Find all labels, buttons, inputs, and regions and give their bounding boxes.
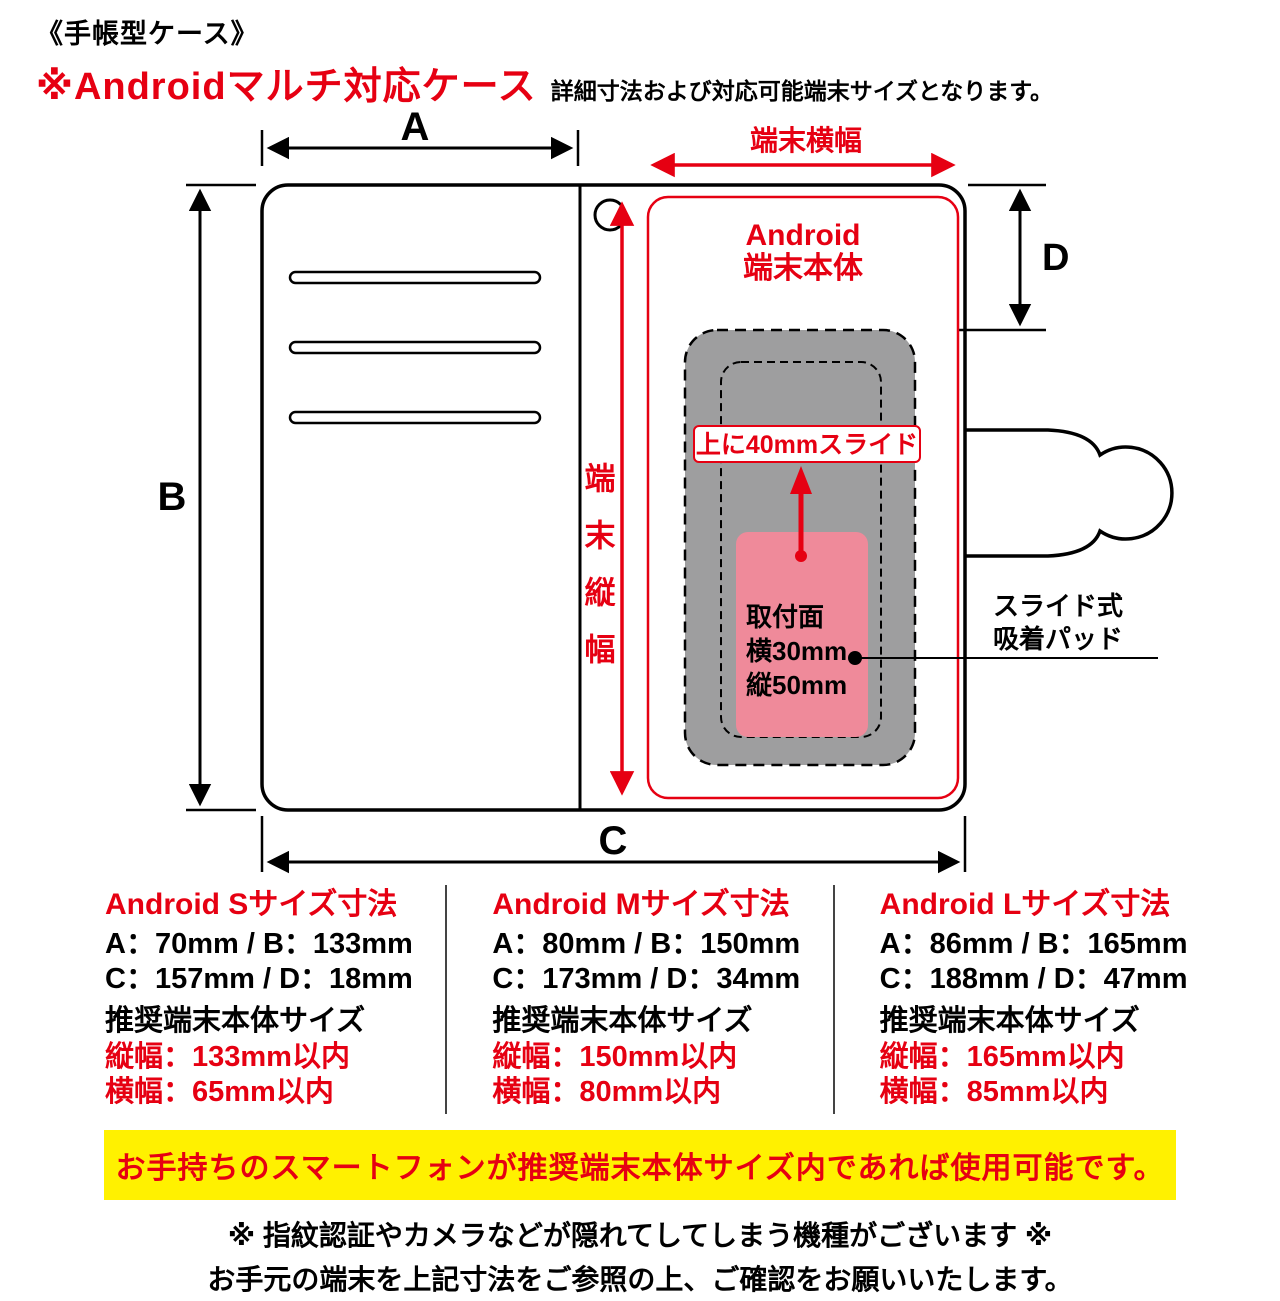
note-line: お手元の端末を上記寸法をご参照の上、ご確認をお願いいたします。 <box>207 1263 1073 1295</box>
spec-height-limit: 縦幅：133mm以内 <box>105 1040 350 1073</box>
device-body-label: Android <box>746 219 861 252</box>
spec-dims: A：80mm / B：150mm <box>492 927 801 960</box>
size-spec-table: Android Sサイズ寸法 A：70mm / B：133mm C：157mm … <box>0 885 1280 1115</box>
slide-note-label: 上に40mmスライド <box>696 431 918 459</box>
slide-up-arrow-dot <box>795 550 807 562</box>
spec-width-limit: 横幅：65mm以内 <box>105 1076 334 1109</box>
spec-column-s: Android Sサイズ寸法 A：70mm / B：133mm C：157mm … <box>60 885 445 1114</box>
spec-title-m: Android Mサイズ寸法 <box>492 888 790 921</box>
dim-c-label: C <box>599 819 628 863</box>
spec-recommend-title: 推奨端末本体サイズ <box>105 1005 366 1038</box>
spec-dims: C：188mm / D：47mm <box>879 962 1188 995</box>
spec-recommend-title: 推奨端末本体サイズ <box>879 1005 1140 1038</box>
spec-dims: C：173mm / D：34mm <box>492 962 801 995</box>
spec-recommend-title: 推奨端末本体サイズ <box>492 1005 753 1038</box>
case-flap <box>965 428 1174 558</box>
spec-height-limit: 縦幅：165mm以内 <box>879 1040 1125 1073</box>
spec-width-limit: 横幅：85mm以内 <box>879 1076 1109 1109</box>
suction-pad-label: 吸着パッド <box>993 624 1123 654</box>
case-dimension-diagram: A B C D 端末横幅 Android 端末本体 端末縦幅 取付面 横30mm… <box>158 105 1174 874</box>
slide-up-arrowhead <box>790 466 812 494</box>
suction-pad <box>736 532 868 737</box>
dim-a-label: A <box>401 110 430 149</box>
case-type-label: 《手帳型ケース》 <box>36 19 259 49</box>
device-width-label: 端末横幅 <box>750 125 862 156</box>
header: 《手帳型ケース》 ※Androidマルチ対応ケース 詳細寸法および対応可能端末サ… <box>0 0 1280 110</box>
card-slot <box>288 410 542 425</box>
pad-size-label: 縦50mm <box>746 670 847 700</box>
device-body-label: 端末本体 <box>743 252 864 285</box>
spec-title-l: Android Lサイズ寸法 <box>879 888 1171 921</box>
page-subtitle: 詳細寸法および対応可能端末サイズとなります。 <box>550 78 1054 104</box>
device-height-label: 端末縦幅 <box>580 462 616 690</box>
spec-title-s: Android Sサイズ寸法 <box>105 888 398 921</box>
card-slot <box>288 270 542 285</box>
pad-size-label: 取付面 <box>746 602 824 632</box>
slide-note-box <box>693 425 921 463</box>
title-row: ※Androidマルチ対応ケース 詳細寸法および対応可能端末サイズとなります。 <box>36 55 1280 110</box>
compatibility-banner: お手持ちのスマートフォンが推奨端末本体サイズ内であれば使用可能です。 <box>104 1130 1176 1201</box>
note-line: ※ 指紋認証やカメラなどが隠れてしてしまう機種がございます ※ <box>227 1220 1053 1252</box>
spec-dims: A：86mm / B：165mm <box>879 927 1188 960</box>
footer-notes: ※ 指紋認証やカメラなどが隠れてしてしまう機種がございます ※ お手元の端末を上… <box>0 1214 1280 1301</box>
spec-dims: A：70mm / B：133mm <box>105 927 413 960</box>
page-title: ※Androidマルチ対応ケース <box>36 66 537 108</box>
spec-height-limit: 縦幅：150mm以内 <box>492 1040 738 1073</box>
spec-column-l: Android Lサイズ寸法 A：86mm / B：165mm C：188mm … <box>832 885 1220 1115</box>
card-slot <box>288 340 542 355</box>
spec-width-limit: 横幅：80mm以内 <box>492 1076 722 1109</box>
pad-size-label: 横30mm <box>746 636 847 666</box>
dim-b-label: B <box>158 475 187 519</box>
spec-column-m: Android Mサイズ寸法 A：80mm / B：150mm C：173mm … <box>445 885 832 1115</box>
dim-d-label: D <box>1042 237 1069 279</box>
spec-dims: C：157mm / D：18mm <box>105 962 413 995</box>
suction-pad-label: スライド式 <box>993 591 1123 621</box>
